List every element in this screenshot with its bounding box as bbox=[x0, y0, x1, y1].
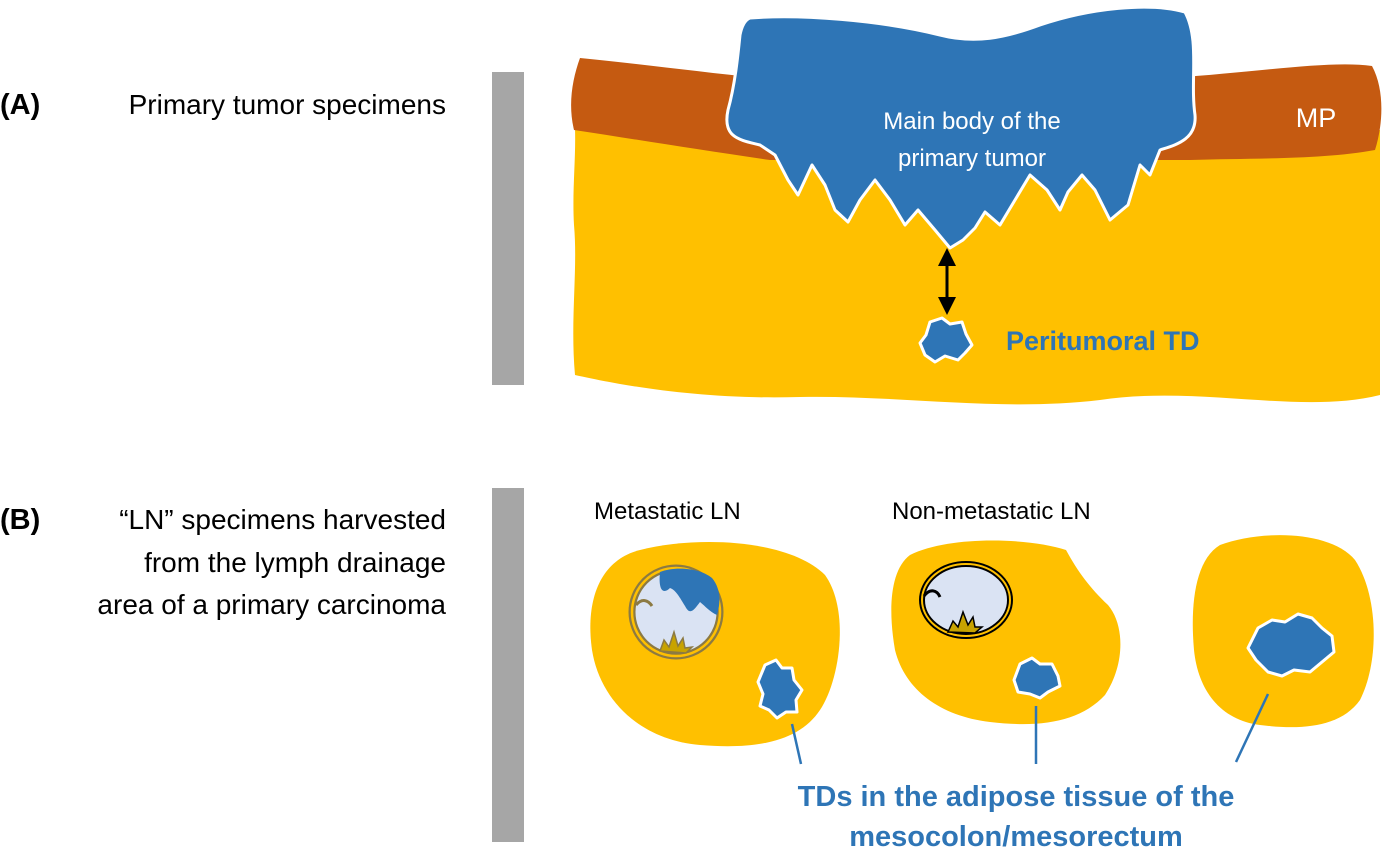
subcapsular-sinus-notch bbox=[634, 599, 654, 607]
panel-b: (B) “LN” specimens harvested from the ly… bbox=[0, 488, 1374, 853]
hilum-star bbox=[658, 629, 695, 654]
panel-a-side-bar bbox=[492, 72, 524, 385]
primary-tumor-body bbox=[725, 5, 1197, 250]
panel-a-label: (A) bbox=[0, 89, 40, 121]
non-metastatic-lymph-node bbox=[919, 561, 1013, 639]
subcapsular-sinus-notch-2 bbox=[922, 589, 942, 598]
hilum-star-2 bbox=[946, 609, 985, 634]
non-metastatic-ln-label: Non-metastatic LN bbox=[892, 498, 1091, 525]
panel-a-title: Primary tumor specimens bbox=[129, 89, 446, 120]
panel-b-label: (B) bbox=[0, 504, 40, 536]
mp-label: MP bbox=[1296, 103, 1337, 133]
panel-b-title-line3: area of a primary carcinoma bbox=[97, 589, 446, 620]
td-caption-line1: TDs in the adipose tissue of the bbox=[798, 781, 1235, 813]
tumor-label-line2: primary tumor bbox=[898, 145, 1046, 172]
adipose-blob-non-metastatic bbox=[891, 540, 1121, 725]
td-third-blob bbox=[1246, 612, 1336, 678]
panel-b-title-line2: from the lymph drainage bbox=[144, 547, 446, 578]
peritumoral-td bbox=[918, 316, 974, 364]
adipose-tissue-band bbox=[573, 128, 1380, 405]
td-caption-line2: mesocolon/mesorectum bbox=[849, 821, 1183, 853]
td-metastatic-blob bbox=[756, 658, 804, 720]
panel-b-side-bar bbox=[492, 488, 524, 842]
adipose-blob-metastatic bbox=[590, 542, 840, 747]
panel-a: (A) Primary tumor specimens Main body of… bbox=[0, 5, 1382, 405]
td-non-metastatic-blob bbox=[1012, 656, 1062, 700]
pointer-line-3 bbox=[1234, 693, 1270, 763]
metastatic-ln-label: Metastatic LN bbox=[594, 498, 741, 525]
pointer-line-1 bbox=[790, 723, 803, 765]
tumor-label-line1: Main body of the bbox=[883, 108, 1060, 135]
metastatic-lymph-node bbox=[628, 564, 724, 660]
peritumoral-td-label: Peritumoral TD bbox=[1006, 326, 1200, 356]
nodal-metastasis bbox=[659, 568, 720, 615]
panel-b-title-line1: “LN” specimens harvested bbox=[119, 504, 446, 535]
